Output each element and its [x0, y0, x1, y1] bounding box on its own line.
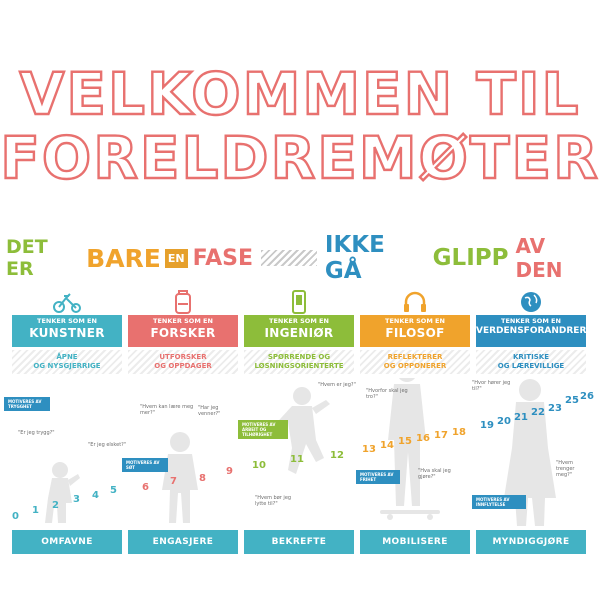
tagline-word: AV DEN: [515, 234, 563, 282]
speech-note: "Hvem bør jeg lytte til?": [255, 495, 292, 507]
age-label: 0: [12, 511, 19, 522]
speech-note: "Har jeg venner?": [198, 405, 221, 417]
age-label: 10: [252, 460, 266, 471]
stage-footer: MYNDIGGJØRE: [476, 530, 586, 554]
motivation-badge: MOTIVERES AV TRYGGHET: [4, 397, 50, 411]
age-label: 3: [73, 494, 80, 505]
age-label: 18: [452, 427, 466, 438]
age-label: 2: [52, 500, 59, 511]
age-label: 23: [548, 403, 562, 414]
speech-note: "Hvor hører jeg til?": [472, 380, 511, 392]
age-label: 6: [142, 482, 149, 493]
speech-note: "Er jeg trygg?": [18, 430, 55, 436]
tricycle-icon: [53, 293, 81, 313]
girl-silhouette: [162, 432, 198, 523]
age-label: 16: [416, 433, 430, 444]
tagline-word: BARE: [86, 243, 161, 273]
motivation-badge: MOTIVERES AV FRIHET: [356, 470, 400, 484]
age-label: 7: [170, 476, 177, 487]
age-label: 15: [398, 436, 412, 447]
age-label: 19: [480, 420, 494, 431]
age-label: 9: [226, 466, 233, 477]
age-label: 20: [497, 416, 511, 427]
motivation-badge: MOTIVERES AV ARBEIT OG TILHØRIGHET: [238, 420, 288, 439]
age-label: 4: [92, 490, 99, 501]
tagline-word: DET ER: [6, 236, 48, 280]
age-label: 21: [514, 412, 528, 423]
motivation-badge: MOTIVERES AV INNFLYTELSE: [472, 495, 526, 509]
stage-footer: ENGASJERE: [128, 530, 238, 554]
age-label: 17: [434, 430, 448, 441]
tagline-word: FASE: [192, 245, 254, 271]
motivation-badge: MOTIVERES AV SØT: [122, 458, 168, 472]
age-label: 25: [565, 395, 579, 406]
growth-silhouettes: [45, 378, 556, 526]
age-label: 12: [330, 450, 344, 461]
speech-note: "Hvorfor skal jeg tro?": [366, 388, 408, 400]
backpack-icon: [175, 290, 191, 314]
age-label: 13: [362, 444, 376, 455]
speech-note: "Hvem trenger meg?": [556, 460, 575, 478]
age-label: 11: [290, 454, 304, 465]
tagline-badge: EN: [164, 248, 188, 268]
age-label: 14: [380, 440, 394, 451]
speech-note: "Hvem er jeg?": [318, 382, 356, 388]
speech-note: "Hvem kan lære meg mer?": [140, 404, 194, 416]
stage-footer: BEKREFTE: [244, 530, 354, 554]
age-label: 1: [32, 505, 39, 516]
tagline-word: GLIPP: [432, 245, 509, 271]
page-title-line-1: VELKOMMEN TIL: [18, 60, 581, 128]
age-label: 26: [580, 391, 594, 402]
toddler-silhouette: [45, 462, 80, 523]
speech-note: "Hva skal jeg gjøre?": [418, 468, 451, 480]
tagline: DET ER BARE EN FASE IKKE GÅ GLIPP AV DEN: [6, 232, 596, 284]
speech-note: "Er jeg elsket?": [88, 442, 127, 448]
stripe-divider: [261, 250, 317, 266]
tagline-word: IKKE GÅ: [324, 232, 385, 284]
page-title-line-2: FORELDREMØTER: [0, 124, 600, 192]
age-label: 22: [531, 407, 545, 418]
stage-footer: OMFAVNE: [12, 530, 122, 554]
age-label: 8: [199, 473, 206, 484]
age-label: 5: [110, 485, 117, 496]
headphones-icon: [404, 291, 426, 312]
stage-footer: MOBILISERE: [360, 530, 470, 554]
globe-icon: [521, 292, 541, 312]
phone-icon: [292, 290, 306, 314]
